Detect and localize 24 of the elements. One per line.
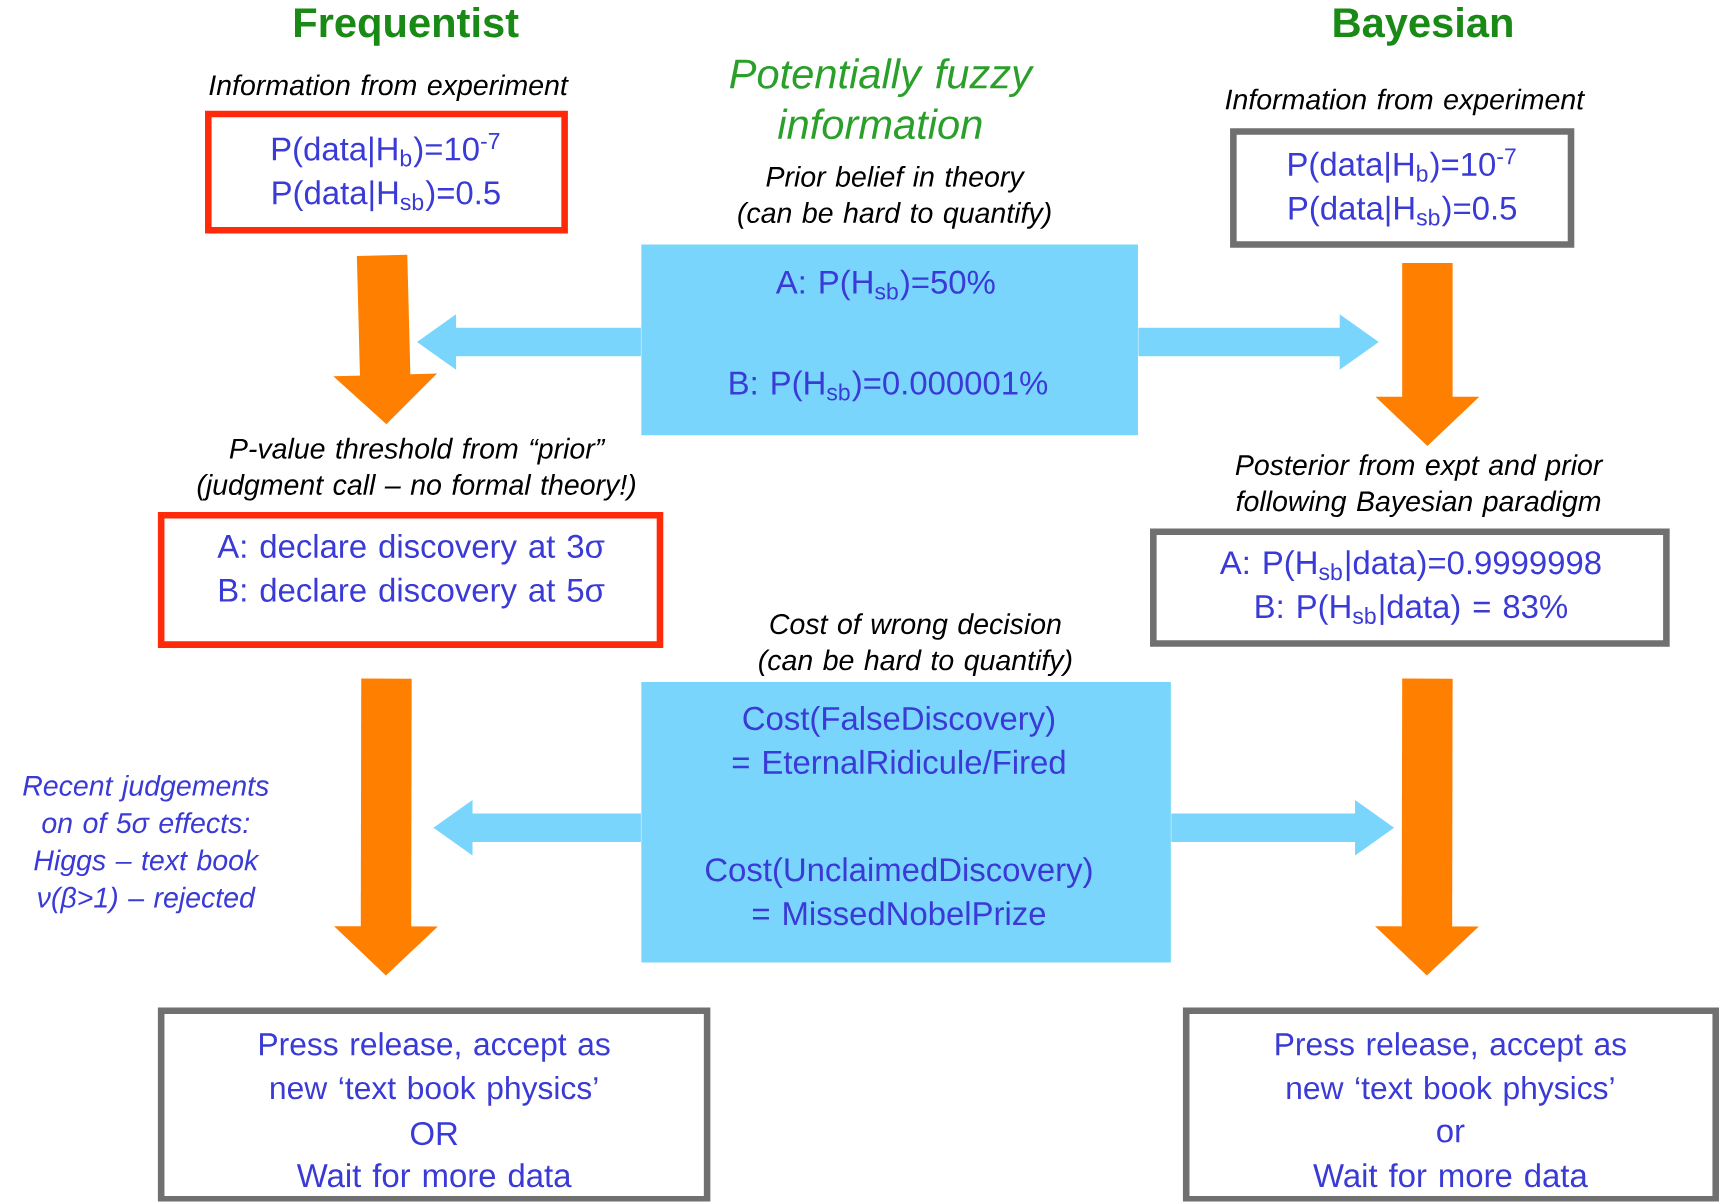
box-text: Wait for more data — [296, 1163, 572, 1188]
side-note: Recent judgements on of 5σ effects: Higgs – text book ν(β>1) – rejected — [23, 775, 269, 914]
box-text: or — [1437, 1124, 1465, 1143]
annotation: Potentially fuzzy information — [729, 58, 1035, 140]
box-text: P(data|H$_{b}$)=10$^{-7}$ P(data|H$_{sb}$)=0.5 — [1289, 148, 1517, 227]
box-heading: Information from experiment — [1225, 88, 1586, 116]
box-text: Wait for more data — [1313, 1163, 1588, 1188]
box-text: Press release, accept as new ‘text book physics’ — [260, 1032, 610, 1106]
box-text: A: declare discovery at 3σ B: declare discovery at 5σ — [217, 534, 605, 609]
box-text: OR — [411, 1122, 458, 1146]
box-heading: Posterior from expt and prior following Bayesian paradigm — [1235, 454, 1604, 518]
box-text: Cost(FalseDiscovery) = EternalRidicule/Fired — [732, 706, 1065, 775]
box-text: Press release, accept as new ‘text book physics’ — [1276, 1032, 1626, 1106]
box-text: A: P(H$_{sb}$|data)=0.9999998 B: P(H$_{sb}$|data) = 83% — [1219, 550, 1601, 626]
box-heading: P-value threshold from “prior” (judgment call – no formal theory!) — [197, 438, 636, 501]
box-text: B: P(H$_{sb}$)=0.000001% — [730, 370, 1048, 402]
box-heading: Prior belief in theory (can be hard to quantify) — [738, 166, 1051, 229]
column-title: Frequentist — [295, 7, 519, 46]
box-heading: Cost of wrong decision (can be hard to quantify) — [759, 613, 1072, 677]
box-heading: Information from experiment — [209, 74, 569, 102]
box-text: A: P(H$_{sb}$)=50% — [775, 269, 995, 301]
box-text: P(data|H$_{b}$)=10$^{-7}$ P(data|H$_{sb}$)=0.5 — [272, 133, 500, 212]
column-title: Bayesian — [1334, 7, 1512, 46]
box-text: Cost(UnclaimedDiscovery) = MissedNobelPrize — [706, 857, 1092, 926]
